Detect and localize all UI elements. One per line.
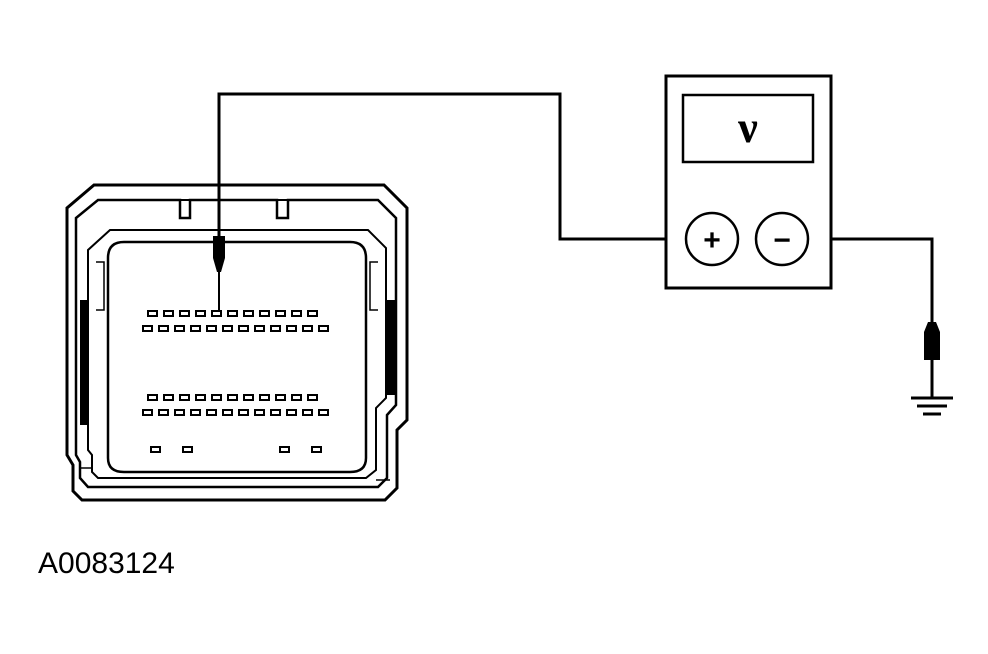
pin-row-4	[142, 409, 329, 416]
ground-symbol-icon	[911, 396, 953, 416]
voltmeter-display	[681, 93, 815, 164]
connector-inset-left	[96, 261, 105, 311]
positive-terminal	[684, 211, 740, 267]
test-leads	[217, 92, 934, 322]
connector-face	[106, 240, 368, 474]
pin-row-5	[150, 446, 322, 453]
positive-terminal-symbol: +	[703, 224, 721, 257]
positive-test-lead	[217, 92, 686, 241]
pin-row-3	[147, 394, 318, 401]
negative-terminal-symbol: −	[773, 224, 791, 257]
voltmeter: ν + −	[664, 74, 833, 290]
connector-latch-tab-left	[179, 199, 191, 219]
electrical-connector	[65, 183, 409, 502]
connector-inset-right	[369, 261, 378, 311]
negative-test-lead	[808, 237, 934, 322]
connector-latch-tab-right	[276, 199, 289, 219]
pin-row-1	[147, 310, 318, 317]
test-probe-icon	[213, 236, 225, 312]
figure-id-label: A0083124	[38, 547, 175, 580]
connector-outer-housing	[65, 183, 409, 502]
ground-probe-icon	[924, 322, 940, 398]
connector-side-rib-right	[387, 300, 396, 395]
voltmeter-display-symbol: ν	[737, 103, 758, 152]
connector-mid-frame	[87, 229, 387, 479]
pin-row-2	[142, 325, 329, 332]
negative-terminal	[754, 211, 810, 267]
connector-side-rib-left	[80, 300, 89, 425]
